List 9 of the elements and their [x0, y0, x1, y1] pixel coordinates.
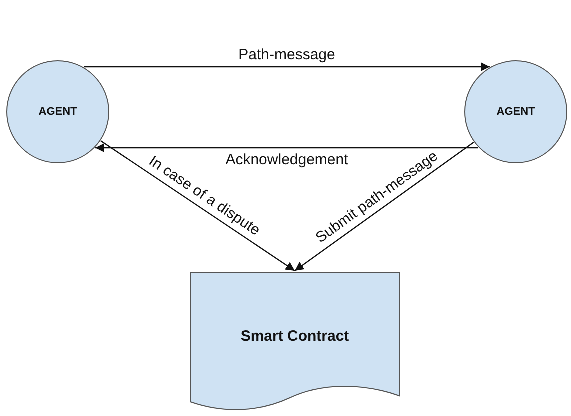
arrow [84, 62, 490, 72]
edge-label: Path-message [238, 48, 336, 62]
arrow [294, 142, 474, 272]
edge-label: Acknowledgement [226, 152, 348, 168]
node-label: AGENT [38, 106, 78, 118]
arrow [100, 140, 296, 272]
node-label: Smart Contract [240, 328, 350, 344]
arrow [96, 144, 478, 152]
node-label: AGENT [496, 106, 536, 118]
